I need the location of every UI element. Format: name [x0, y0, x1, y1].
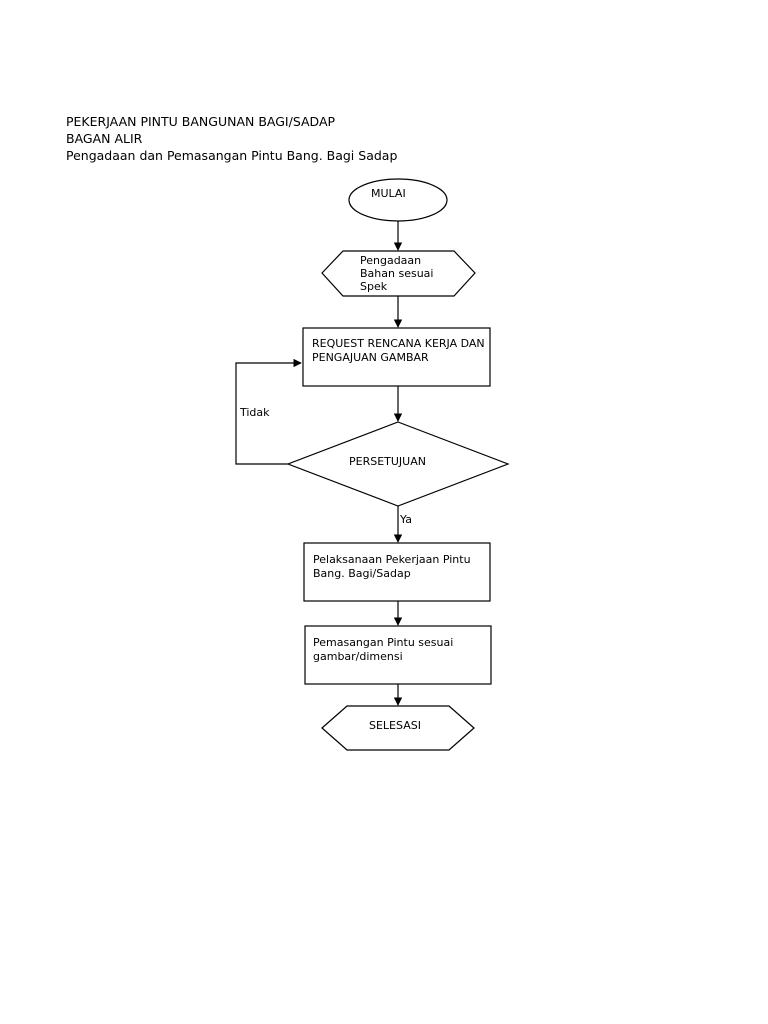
procurement-label-line-1: Pengadaan [360, 254, 421, 267]
connector-decision-no-loop [235, 358, 302, 465]
document-title: PEKERJAAN PINTU BANGUNAN BAGI/SADAP [66, 114, 336, 129]
approval-decision: PERSETUJUAN [286, 421, 510, 507]
end-terminator: SELESASI [321, 705, 475, 751]
execution-label-line-1: Pelaksanaan Pekerjaan Pintu [313, 553, 471, 566]
procurement-label-line-3: Spek [360, 280, 388, 293]
procurement-step: Pengadaan Bahan sesuai Spek [321, 250, 476, 297]
procurement-label-line-2: Bahan sesuai [360, 267, 433, 280]
end-hexagon [321, 705, 475, 751]
request-label-line-1: REQUEST RENCANA KERJA DAN [312, 337, 485, 350]
installation-label-line-2: gambar/dimensi [313, 650, 403, 663]
procurement-hexagon [321, 250, 476, 297]
installation-box [304, 625, 492, 685]
execution-step: Pelaksanaan Pekerjaan Pintu Bang. Bagi/S… [303, 542, 491, 602]
installation-step: Pemasangan Pintu sesuai gambar/dimensi [304, 625, 492, 685]
end-label: SELESASI [369, 719, 421, 732]
installation-label-line-1: Pemasangan Pintu sesuai [313, 636, 453, 649]
request-box [302, 327, 491, 387]
request-label-line-2: PENGAJUAN GAMBAR [312, 351, 429, 364]
execution-label-line-2: Bang. Bagi/Sadap [313, 567, 411, 580]
decision-diamond [286, 421, 510, 507]
decision-no-label: Tidak [239, 406, 270, 419]
start-terminator: MULAI [348, 178, 448, 222]
document-description: Pengadaan dan Pemasangan Pintu Bang. Bag… [66, 148, 398, 163]
start-label: MULAI [371, 187, 406, 200]
decision-yes-label: Ya [399, 513, 412, 526]
document-subtitle: BAGAN ALIR [66, 131, 143, 146]
request-step: REQUEST RENCANA KERJA DAN PENGAJUAN GAMB… [302, 327, 491, 387]
execution-box [303, 542, 491, 602]
start-ellipse [348, 178, 448, 222]
document-header: PEKERJAAN PINTU BANGUNAN BAGI/SADAP BAGA… [66, 113, 397, 164]
decision-label: PERSETUJUAN [349, 455, 426, 468]
